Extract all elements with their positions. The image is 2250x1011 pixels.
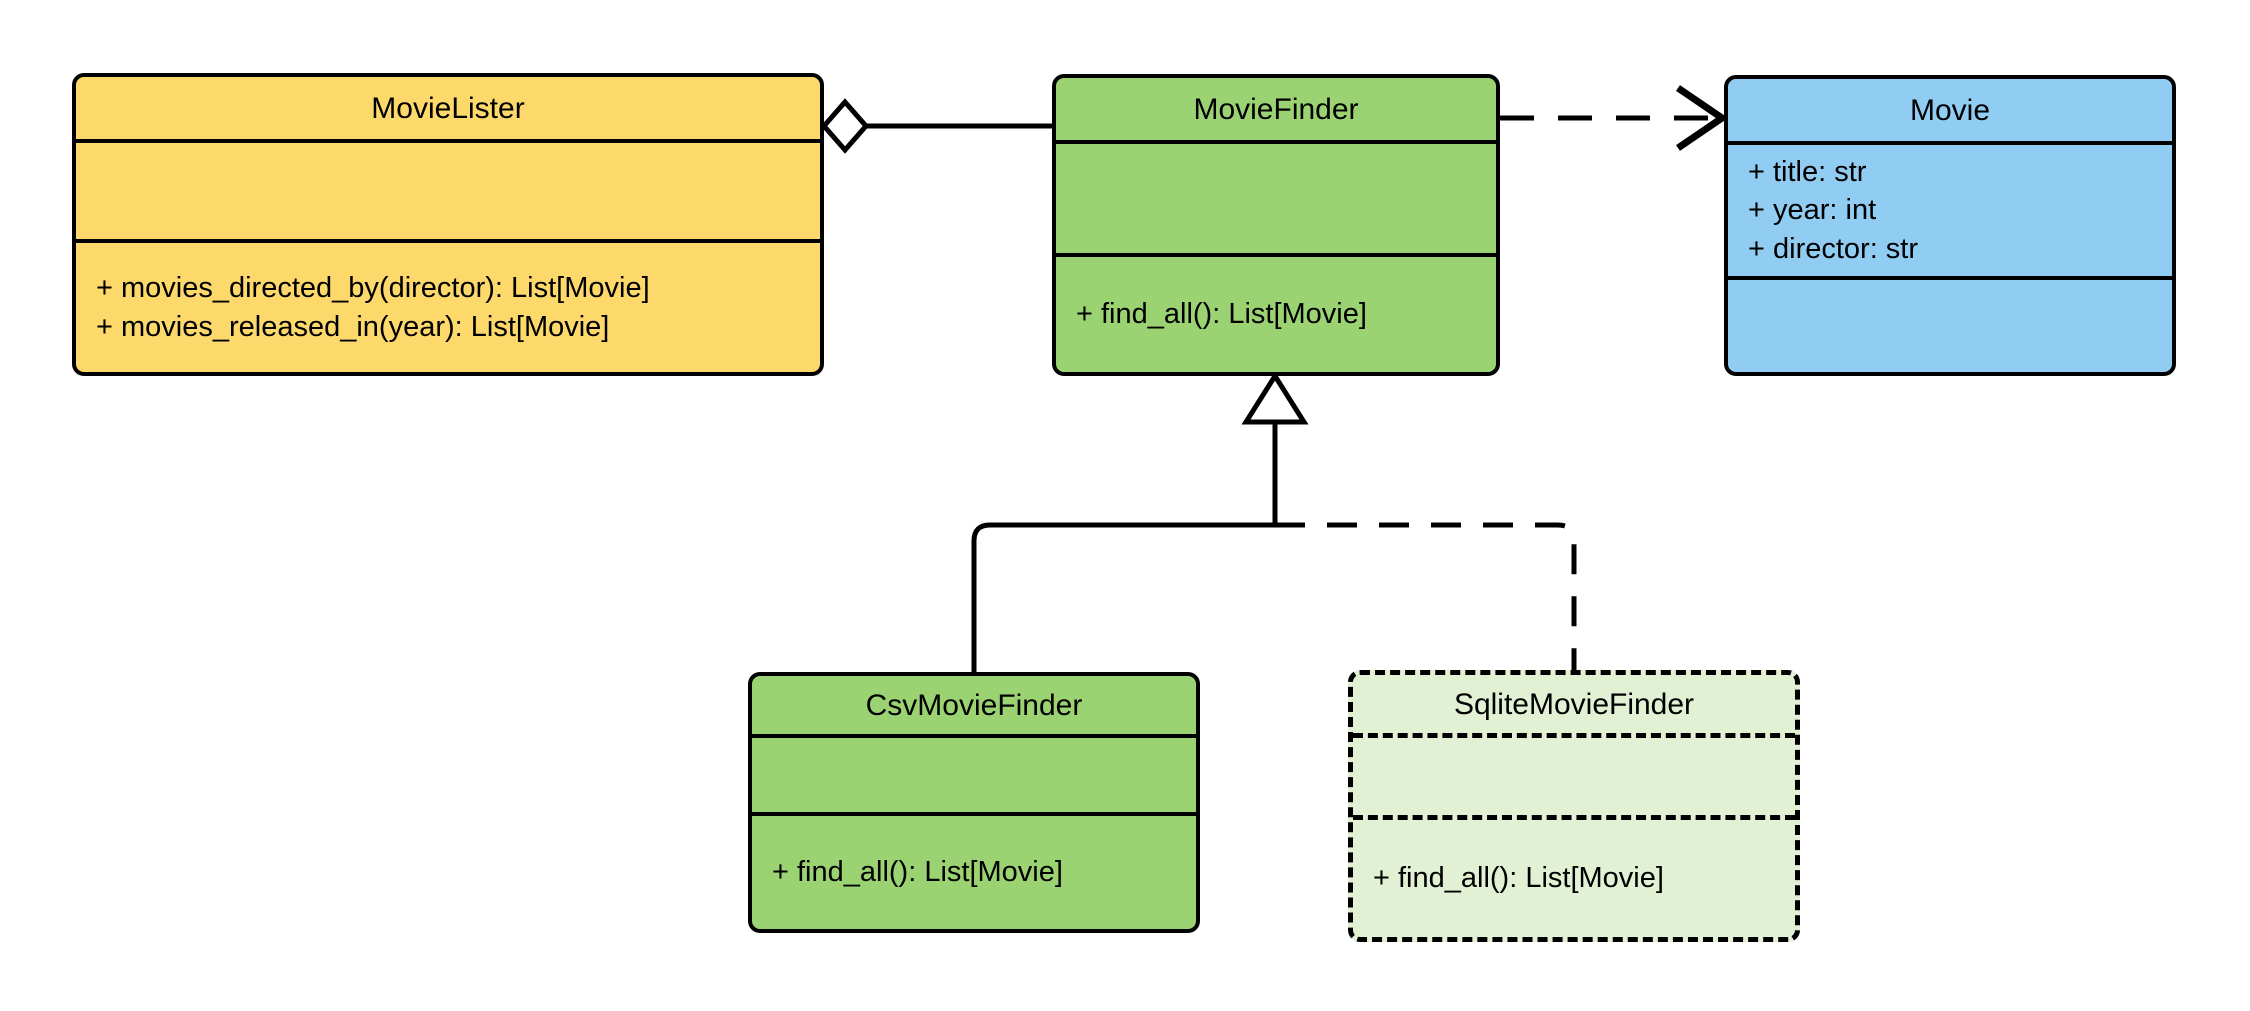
class-name-label: MovieFinder [1193, 92, 1359, 126]
edge-generalization-csvmoviefinder [971, 522, 1275, 672]
class-attributes-compartment [1056, 140, 1496, 253]
class-methods-compartment: + find_all(): List[Movie] [752, 812, 1196, 929]
class-methods-compartment: + find_all(): List[Movie] [1353, 815, 1795, 937]
class-name-label: SqliteMovieFinder [1453, 687, 1695, 721]
class-name-label: Movie [1909, 93, 1991, 127]
class-attributes-compartment [1353, 733, 1795, 815]
class-attributes-compartment: + title: str + year: int + director: str [1728, 141, 2172, 276]
class-attributes-compartment [752, 734, 1196, 812]
class-box-moviefinder[interactable]: MovieFinder + find_all(): List[Movie] [1052, 74, 1500, 376]
class-methods-compartment: + movies_directed_by(director): List[Mov… [76, 239, 820, 372]
attribute-item: + director: str [1748, 232, 1919, 265]
hollow-triangle-marker [1241, 371, 1309, 425]
class-attributes-compartment [76, 139, 820, 239]
class-box-movielister[interactable]: MovieLister + movies_directed_by(directo… [72, 73, 824, 376]
method-item: + find_all(): List[Movie] [772, 856, 1063, 889]
class-title-compartment: MovieLister [76, 77, 820, 139]
class-box-csvmoviefinder[interactable]: CsvMovieFinder + find_all(): List[Movie] [748, 672, 1200, 933]
class-title-compartment: CsvMovieFinder [752, 676, 1196, 734]
class-methods-compartment: + find_all(): List[Movie] [1056, 253, 1496, 372]
class-title-compartment: Movie [1728, 79, 2172, 141]
class-box-movie[interactable]: Movie + title: str + year: int + directo… [1724, 75, 2176, 376]
class-methods-compartment [1728, 276, 2172, 372]
class-box-sqlitemoviefinder[interactable]: SqliteMovieFinder + find_all(): List[Mov… [1348, 670, 1800, 942]
class-name-label: CsvMovieFinder [865, 688, 1083, 722]
hollow-diamond-marker [820, 98, 870, 154]
edge-generalization-sqlitemoviefinder [1275, 522, 1577, 670]
method-item: + movies_released_in(year): List[Movie] [96, 310, 610, 343]
method-item: + find_all(): List[Movie] [1373, 862, 1664, 895]
open-arrow-marker [1676, 85, 1729, 151]
class-title-compartment: SqliteMovieFinder [1353, 675, 1795, 733]
attribute-item: + year: int [1748, 194, 1877, 227]
class-title-compartment: MovieFinder [1056, 78, 1496, 140]
class-name-label: MovieLister [371, 91, 525, 125]
attribute-item: + title: str [1748, 156, 1867, 189]
edge-aggregation-movielister-moviefinder [820, 98, 1052, 154]
method-item: + find_all(): List[Movie] [1076, 298, 1367, 331]
method-item: + movies_directed_by(director): List[Mov… [96, 272, 650, 305]
edge-dependency-moviefinder-movie [1500, 85, 1729, 151]
edge-generalization-trunk [1241, 371, 1309, 525]
